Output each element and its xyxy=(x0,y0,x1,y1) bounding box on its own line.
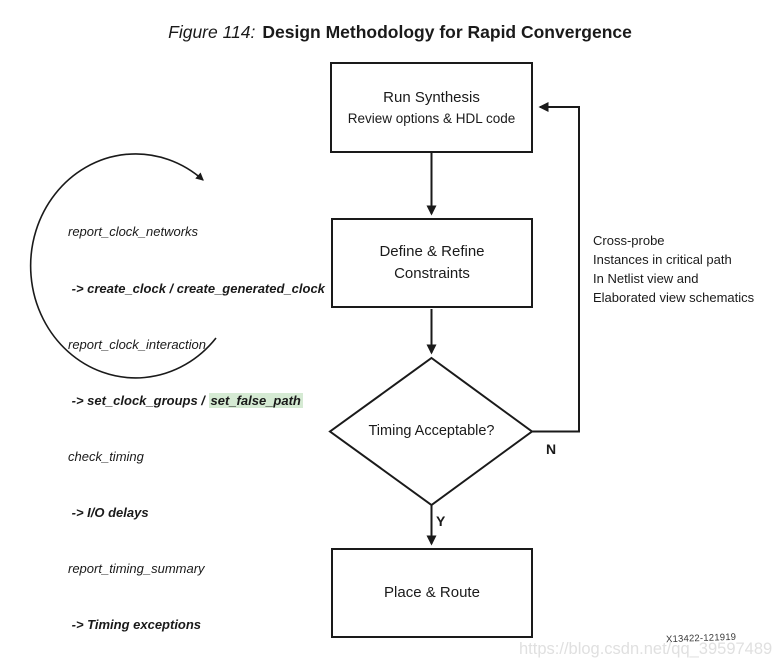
clock-annotation-line: report_clock_networks xyxy=(68,224,199,240)
cross-probe-line: In Netlist view and xyxy=(593,271,699,286)
csdn-watermark: https://blog.csdn.net/qq_39597489 xyxy=(519,640,773,658)
node-constraints-title: Define & Refine xyxy=(379,243,485,261)
clock-annotation-circle-arrow xyxy=(29,153,217,379)
node-run-synthesis: Run Synthesis Review options & HDL code xyxy=(330,62,533,153)
figure-title: Figure 114: Design Methodology for Rapid … xyxy=(26,22,774,43)
node-define-refine-constraints: Define & Refine Constraints xyxy=(331,218,533,308)
cross-probe-line: Cross-probe xyxy=(593,233,665,248)
node-run-synthesis-subtitle: Review options & HDL code xyxy=(347,110,516,126)
decision-diamond-shape xyxy=(328,356,534,507)
edge-label-no: N xyxy=(546,441,557,457)
edge-label-yes: Y xyxy=(436,513,446,529)
clock-annotation-line: -> create_clock / create_generated_clock xyxy=(68,280,325,296)
figure-title-text: Design Methodology for Rapid Convergence xyxy=(262,22,632,42)
set-false-path-highlight: set_false_path xyxy=(208,392,303,408)
clock-annotation-line: report_timing_summary xyxy=(68,561,205,577)
clock-annotation-text: report_clock_networks -> create_clock / … xyxy=(68,186,325,667)
cross-probe-note: Cross-probe Instances in critical path I… xyxy=(593,231,754,307)
clock-annotation-line: -> I/O delays xyxy=(68,504,149,520)
clock-annotation-line: check_timing xyxy=(68,448,144,464)
node-run-synthesis-title: Run Synthesis xyxy=(383,88,480,106)
edge-decision-to-synthesis-feedback-arrow xyxy=(532,102,580,433)
node-place-route: Place & Route xyxy=(331,548,533,638)
cross-probe-line: Elaborated view schematics xyxy=(593,290,755,305)
clock-annotation-line-prefix: -> set_clock_groups / xyxy=(68,392,209,408)
decision-timing-acceptable-label: Timing Acceptable? xyxy=(368,423,495,439)
clock-annotation-line: -> Timing exceptions xyxy=(68,617,202,633)
cross-probe-line: Instances in critical path xyxy=(593,252,732,267)
figure-number-label: Figure 114: xyxy=(168,22,256,42)
node-place-route-title: Place & Route xyxy=(384,584,480,602)
clock-annotation-line: report_clock_interaction xyxy=(68,336,207,352)
clock-annotation-line: -> set_clock_groups / set_false_path xyxy=(68,392,325,411)
node-constraints-subtitle: Constraints xyxy=(394,265,470,282)
